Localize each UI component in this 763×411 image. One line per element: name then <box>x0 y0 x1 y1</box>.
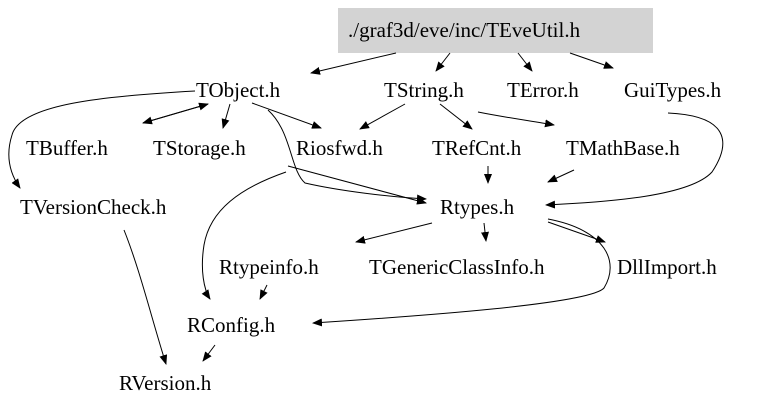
edge-tmathbase-rtypes <box>547 169 575 183</box>
edge-tobject-riosfwd <box>251 102 322 129</box>
edge-root-terror <box>517 52 533 72</box>
edge-tstring-trefcnt <box>439 103 473 130</box>
edge-rtypes-tgenericclassinfo <box>481 222 489 242</box>
edge-rconfig-rversion <box>202 344 216 362</box>
root-node-box <box>338 8 653 53</box>
edge-tstring-tmathbase <box>477 111 555 128</box>
node-rtypeinfo: Rtypeinfo.h <box>219 255 319 279</box>
node-tversioncheck: TVersionCheck.h <box>20 195 167 219</box>
edge-tstring-rtypes <box>287 165 427 205</box>
node-rversion: RVersion.h <box>119 371 212 395</box>
edge-rtypes-rtypeinfo <box>355 222 433 244</box>
node-rtypes: Rtypes.h <box>440 195 515 219</box>
edge-rtypes-rconfig <box>312 218 611 327</box>
edge-root-guitypes <box>569 52 614 69</box>
edge-tobject-tstorage <box>221 103 231 129</box>
node-root: ./graf3d/eve/inc/TEveUtil.h <box>348 18 581 42</box>
node-tobject: TObject.h <box>196 78 281 102</box>
node-tstring: TString.h <box>384 78 464 102</box>
edge-tversioncheck-rversion <box>123 229 168 365</box>
node-tstorage: TStorage.h <box>153 136 246 160</box>
node-tgenericclassinfo: TGenericClassInfo.h <box>369 255 545 279</box>
node-dllimport: DllImport.h <box>617 255 717 279</box>
edge-root-tstring <box>435 52 451 72</box>
node-rconfig: RConfig.h <box>187 313 276 337</box>
node-guitypes: GuiTypes.h <box>624 78 722 102</box>
edge-tstring-riosfwd <box>359 103 406 130</box>
edge-root-tobject <box>310 52 397 75</box>
edge-tbuffer-tobject <box>142 102 209 124</box>
node-terror: TError.h <box>507 78 579 102</box>
edge-guitypes-rtypes <box>545 112 724 209</box>
edge-riosfwd-rconfig <box>201 171 287 300</box>
node-tmathbase: TMathBase.h <box>566 136 680 160</box>
edge-tobject-rtypes <box>267 109 427 203</box>
node-trefcnt: TRefCnt.h <box>432 136 522 160</box>
node-riosfwd: Riosfwd.h <box>296 136 383 160</box>
edge-tobject-tversioncheck <box>8 90 196 189</box>
edge-rtypeinfo-rconfig <box>259 284 268 300</box>
node-tbuffer: TBuffer.h <box>26 136 108 160</box>
